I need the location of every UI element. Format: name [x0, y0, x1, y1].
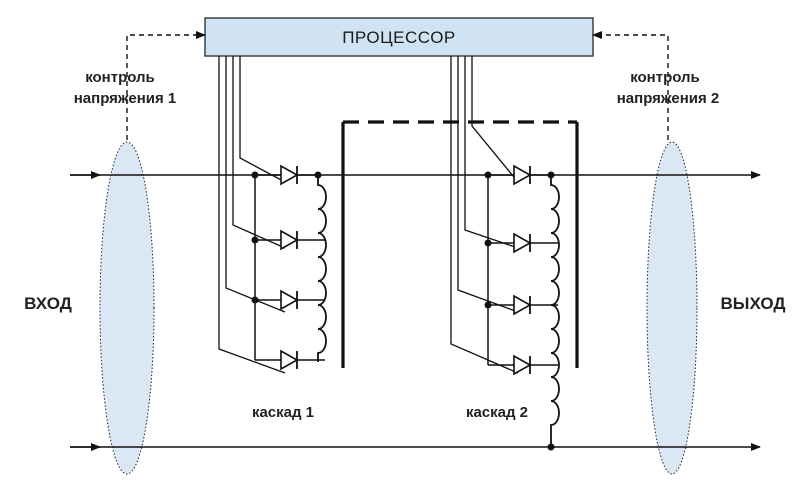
voltage-control-1-label-line1: контроль [85, 69, 155, 86]
inductor-coil [550, 175, 560, 447]
thyristor-icon [280, 165, 298, 185]
gate-wire [239, 56, 286, 183]
gate-wire [464, 56, 519, 249]
processor-block: ПРОЦЕССОР [204, 17, 594, 57]
thyristor-icon [280, 350, 298, 370]
gate-wire [218, 56, 286, 374]
stage-1-label: каскад 1 [252, 404, 314, 421]
gate-wire [232, 56, 286, 249]
thyristor-icon [280, 290, 298, 310]
voltage-control-1-line [126, 31, 206, 140]
voltage-control-1-label-line2: напряжения 1 [74, 90, 177, 107]
stage-1: каскад 1 [218, 56, 327, 421]
gate-wire [450, 56, 519, 374]
input-voltage-ellipse [99, 141, 155, 475]
voltage-control-2-line [592, 31, 669, 140]
input-side-label: ВХОД [24, 294, 72, 313]
thyristor-icon [513, 165, 531, 185]
voltage-control-2-label-line1: контроль [630, 69, 700, 86]
thyristor-icon [280, 230, 298, 250]
stage-2: каскад 2 [450, 56, 560, 451]
gate-wire [225, 56, 286, 313]
output-side-label: ВЫХОД [721, 294, 786, 313]
stage-2-label: каскад 2 [466, 404, 528, 421]
thyristor-icon [513, 355, 531, 375]
output-voltage-ellipse [646, 141, 698, 475]
gate-wire [471, 56, 519, 183]
thyristor-icon [513, 233, 531, 253]
processor-label: ПРОЦЕССОР [342, 28, 456, 47]
thyristor-icon [513, 295, 531, 315]
inductor-coil [317, 175, 327, 362]
voltage-control-2-label-line2: напряжения 2 [617, 90, 720, 107]
